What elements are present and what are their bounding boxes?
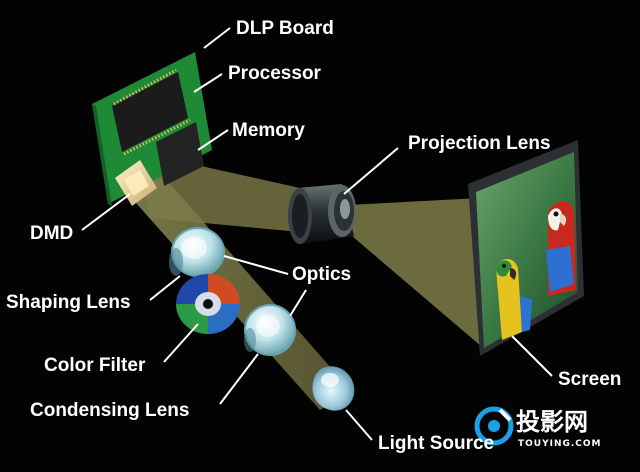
condensing-lens <box>244 304 296 356</box>
shaping-lens <box>169 227 225 277</box>
leader-light-source <box>345 409 373 441</box>
leader-dlp-board <box>203 27 231 49</box>
leader-dmd <box>81 193 131 231</box>
leader-color-filter <box>163 323 199 363</box>
leader-processor <box>193 73 223 93</box>
leader-lines <box>81 27 553 441</box>
label-shaping-lens: Shaping Lens <box>6 292 131 313</box>
watermark-domain: TOUYING.COM <box>518 439 602 449</box>
label-memory: Memory <box>232 120 305 141</box>
leader-optics-2 <box>289 289 307 317</box>
leader-memory <box>197 129 229 151</box>
projection-lens <box>288 184 356 244</box>
leader-optics-1 <box>223 255 289 275</box>
leader-projection-lens <box>343 147 399 195</box>
leader-screen <box>511 335 553 377</box>
label-light-source: Light Source <box>378 433 495 454</box>
color-filter-wheel <box>176 274 240 334</box>
leader-condensing-lens <box>219 353 259 405</box>
label-screen: Screen <box>558 369 622 390</box>
label-color-filter: Color Filter <box>44 355 146 376</box>
label-condensing-lens: Condensing Lens <box>30 400 190 421</box>
projection-screen <box>468 140 584 356</box>
watermark-logo-icon <box>474 406 514 446</box>
label-projection-lens: Projection Lens <box>408 133 551 154</box>
processor-chip <box>112 72 188 152</box>
label-dlp-board: DLP Board <box>236 18 334 39</box>
label-processor: Processor <box>228 63 321 84</box>
watermark-brand: 投影网 <box>516 408 588 436</box>
leader-shaping-lens <box>149 275 181 301</box>
lens-to-screen-beam <box>348 198 488 352</box>
dlp-board <box>92 52 212 206</box>
light-source-bulb <box>312 366 355 411</box>
label-dmd: DMD <box>30 223 74 244</box>
label-optics: Optics <box>292 264 352 285</box>
memory-chip <box>156 122 204 186</box>
